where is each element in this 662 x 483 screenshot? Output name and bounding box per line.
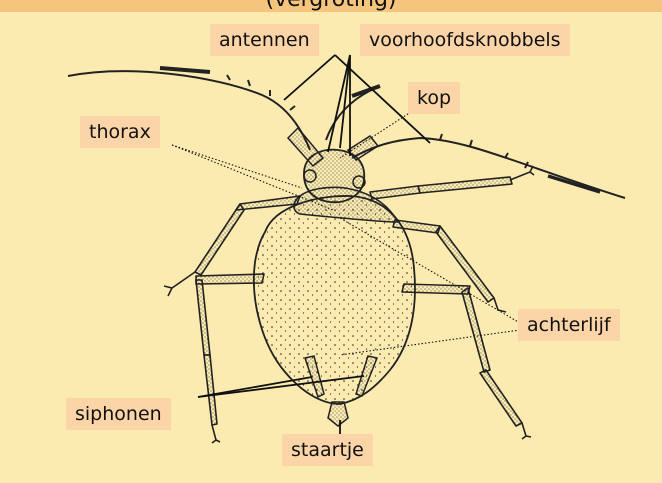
eye-left: [304, 170, 316, 182]
abdomen: [254, 196, 415, 404]
label-siphonen: siphonen: [66, 398, 171, 430]
label-staartje: staartje: [282, 434, 373, 466]
eye-right: [353, 176, 365, 188]
label-thorax: thorax: [80, 116, 160, 148]
label-voorhoofdsknobbels: voorhoofdsknobbels: [360, 24, 570, 56]
label-kop: kop: [408, 82, 460, 114]
cauda: [328, 402, 348, 426]
label-achterlijf: achterlijf: [518, 309, 620, 341]
label-antennen: antennen: [210, 24, 319, 56]
antenna-tip-right: [326, 86, 380, 140]
